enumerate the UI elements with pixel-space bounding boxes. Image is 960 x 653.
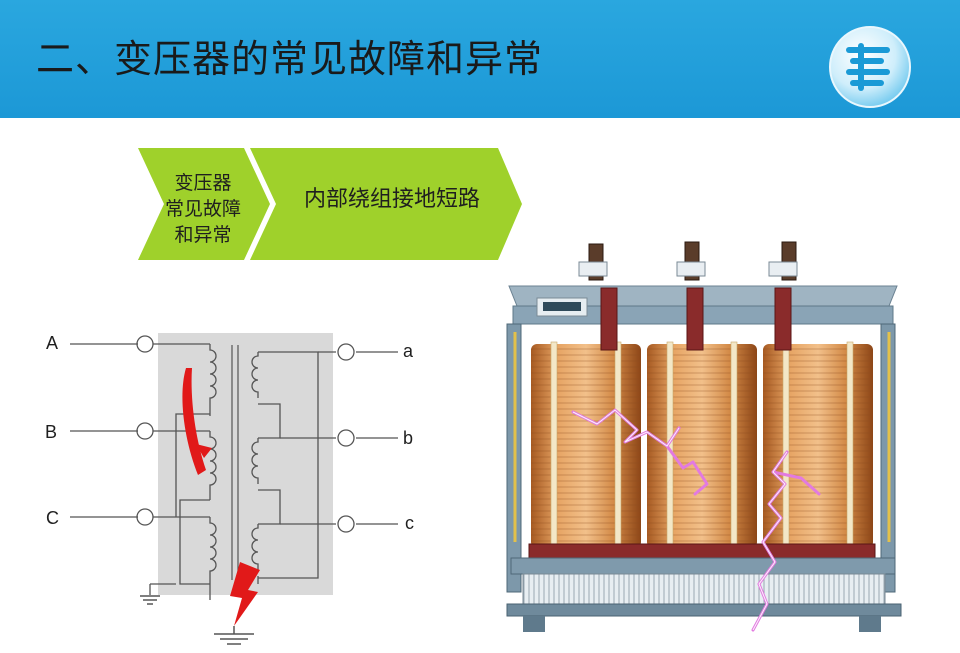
terminal-out-b (337, 429, 355, 447)
label-out-b: b (403, 428, 413, 448)
label-out-c: c (405, 513, 414, 533)
primary-coil-c (209, 517, 217, 584)
terminal-out-a (337, 343, 355, 361)
fault-current-arrowhead (196, 444, 212, 458)
secondary-coil-b (251, 438, 259, 484)
category-tag-line: 和异常 (174, 224, 232, 246)
ground-symbol-icon (140, 595, 160, 605)
star-link (258, 403, 281, 439)
page-title: 二、变压器的常见故障和异常 (36, 37, 544, 81)
star-link (258, 489, 281, 525)
label-a: A (46, 333, 58, 353)
category-tag-line: 常见故障 (164, 198, 241, 220)
transformer-body (158, 333, 333, 595)
delta-link (179, 499, 210, 585)
terminal-out-c (337, 515, 355, 533)
terminal-a (136, 335, 154, 353)
label-b: B (45, 422, 57, 442)
arc-lightning-icon (771, 470, 821, 496)
fault-current-arrow (182, 368, 206, 475)
transformer-photo (506, 241, 902, 632)
primary-coil-b (209, 431, 217, 500)
secondary-coil-c (251, 524, 259, 570)
header-bar: 二、变压器的常见故障和异常 (0, 0, 960, 118)
label-out-a: a (403, 341, 414, 361)
arc-lightning-icon (665, 444, 709, 496)
terminal-c (136, 508, 154, 526)
category-tag-line: 变压器 (174, 172, 232, 194)
delta-link (175, 413, 210, 517)
company-logo-icon (829, 26, 911, 108)
terminal-b (136, 422, 154, 440)
label-c: C (46, 508, 59, 528)
secondary-coil-a (251, 352, 259, 398)
primary-coil-a (209, 344, 217, 416)
category-tag: 变压器 常见故障 和异常 (138, 170, 268, 248)
fault-type-label: 内部绕组接地短路 (303, 187, 480, 212)
ground-fault-lightning-icon (230, 562, 260, 626)
star-link (258, 351, 319, 579)
ground-fault-earth-icon (214, 626, 254, 645)
